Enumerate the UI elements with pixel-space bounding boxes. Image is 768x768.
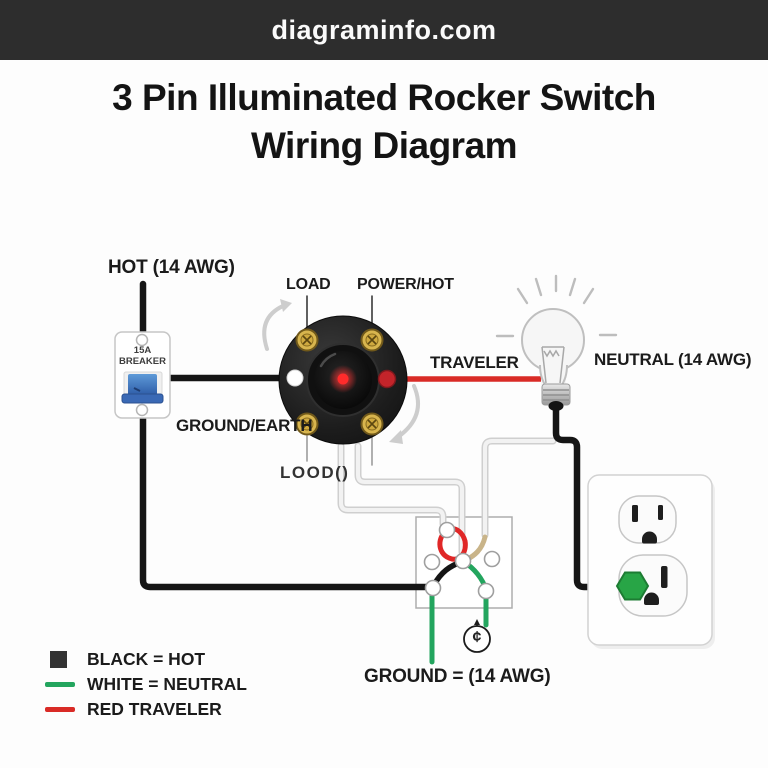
label-load-garbled: LOOD() <box>280 463 350 482</box>
wall-outlet <box>587 474 715 649</box>
label-ground-wire: GROUND = (14 AWG) <box>364 666 551 687</box>
legend-row-red: RED TRAVELER <box>45 699 247 719</box>
hot-black-wires <box>139 280 624 591</box>
breaker-label: 15A BREAKER <box>115 345 170 367</box>
breaker-screw-bottom <box>135 403 149 417</box>
legend-swatch-slot <box>45 682 77 687</box>
rotation-arrows <box>262 299 420 444</box>
arrow-upper-left <box>262 304 285 351</box>
junction-box-terminals <box>423 521 501 600</box>
label-hot-wire: HOT (14 AWG) <box>108 257 235 278</box>
wire-color-legend: BLACK = HOT WHITE = NEUTRAL RED TRAVELER <box>45 649 247 725</box>
brass-terminals <box>295 328 384 436</box>
breaker-word: BREAKER <box>119 356 166 367</box>
wire-bulb-to-outlet <box>552 405 624 591</box>
black-swatch-icon <box>50 651 67 668</box>
terminal-red-dot <box>377 369 397 389</box>
site-name: diagraminfo.com <box>271 14 497 45</box>
page-title: 3 Pin Illuminated Rocker Switch Wiring D… <box>0 74 768 170</box>
breaker-screw-top <box>135 333 149 347</box>
green-hex-connector <box>615 571 650 601</box>
white-neutral-wires <box>337 437 557 556</box>
arrow-lower-right <box>396 384 420 439</box>
title-line-1: 3 Pin Illuminated Rocker Switch <box>112 77 656 118</box>
legend-row-white: WHITE = NEUTRAL <box>45 674 247 694</box>
site-banner: diagraminfo.com <box>0 0 768 60</box>
light-rays <box>495 274 618 338</box>
legend-label: BLACK = HOT <box>87 649 206 669</box>
label-traveler-wire: TRAVELER <box>430 353 519 372</box>
legend-swatch-slot <box>45 707 77 712</box>
led-indicator <box>337 373 349 385</box>
ground-symbol-badge <box>463 619 491 653</box>
light-bulb <box>495 274 618 411</box>
filament <box>541 346 565 384</box>
breaker-toggle <box>128 374 157 395</box>
bulb-contact-tip <box>548 401 564 411</box>
label-power-hot-terminal: POWER/HOT <box>357 276 454 293</box>
circuit-breaker <box>114 331 171 419</box>
wire-breaker-to-box <box>139 408 433 591</box>
red-line-swatch-icon <box>45 707 75 712</box>
green-line-swatch-icon <box>45 682 75 687</box>
breaker-rating: 15A <box>133 345 152 356</box>
legend-row-black: BLACK = HOT <box>45 649 247 669</box>
legend-label: RED TRAVELER <box>87 699 222 719</box>
label-neutral-wire: NEUTRAL (14 AWG) <box>594 350 752 369</box>
terminal-white-dot <box>286 369 304 387</box>
label-load-terminal: LOAD <box>286 276 331 293</box>
legend-label: WHITE = NEUTRAL <box>87 674 247 694</box>
title-line-2: Wiring Diagram <box>250 125 518 166</box>
ground-symbol-glyph: ¢ <box>472 629 482 646</box>
rocker-switch <box>278 315 408 445</box>
label-ground-earth-terminal: GROUND/EARTH <box>176 416 313 435</box>
outlet-top-ground-hole <box>642 531 658 544</box>
outlet-bottom-ground-hole <box>644 592 659 605</box>
legend-swatch-slot <box>45 651 77 668</box>
